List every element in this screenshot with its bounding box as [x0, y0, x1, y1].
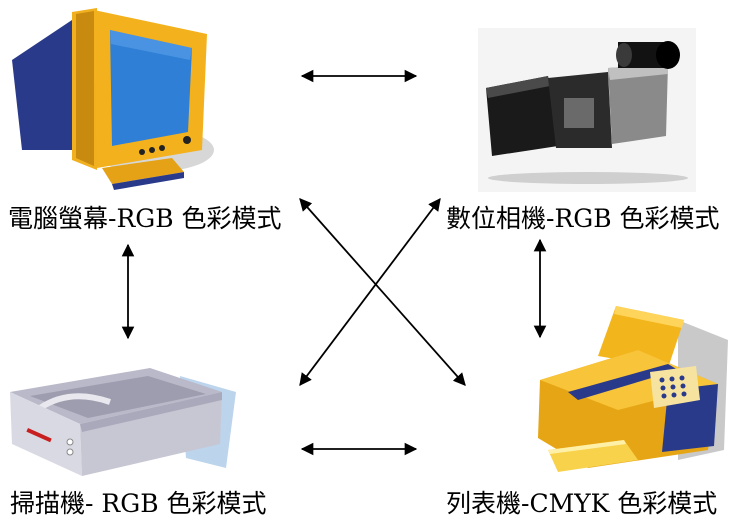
camera-label: 數位相機-RGB 色彩模式	[446, 204, 720, 233]
scanner-label: 掃描機- RGB 色彩模式	[10, 489, 267, 518]
crt-monitor-icon	[12, 8, 214, 190]
printer-label: 列表機-CMYK 色彩模式	[446, 489, 718, 518]
digital-camera-icon	[478, 28, 696, 192]
flatbed-scanner-icon	[10, 368, 236, 476]
monitor-label: 電腦螢幕-RGB 色彩模式	[8, 204, 282, 233]
arrow-camera-scanner	[299, 197, 441, 387]
arrow-monitor-printer	[299, 198, 466, 386]
printer-icon	[538, 306, 728, 472]
